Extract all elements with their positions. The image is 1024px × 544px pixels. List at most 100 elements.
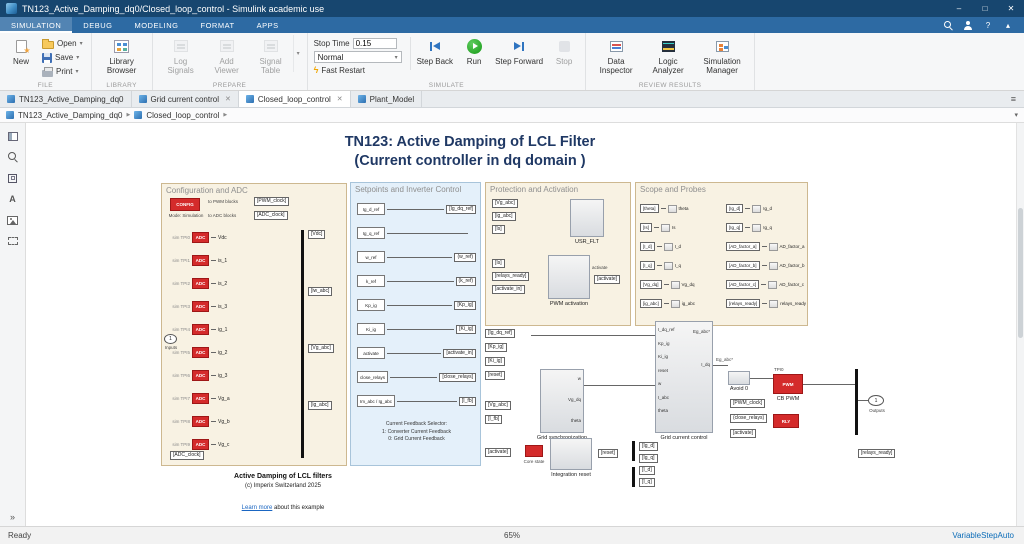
scope-block[interactable] bbox=[768, 242, 778, 251]
section-configuration-adc[interactable]: Configuration and ADC CONFIG Mode: Simul… bbox=[161, 183, 347, 466]
library-browser-button[interactable]: Library Browser bbox=[96, 35, 148, 80]
adc-block[interactable]: ADC bbox=[192, 324, 209, 335]
goto-tag[interactable]: [Ig_q] bbox=[639, 454, 658, 463]
from-tag[interactable]: [Is] bbox=[640, 223, 653, 232]
goto-tag[interactable]: [activate] bbox=[594, 275, 621, 284]
probe-block[interactable] bbox=[661, 223, 671, 232]
goto-tag[interactable]: [I_fb] bbox=[458, 396, 476, 406]
goto-tag[interactable]: [Ig_d] bbox=[639, 442, 658, 451]
scope-block[interactable] bbox=[752, 223, 762, 232]
close-button[interactable]: ✕ bbox=[1007, 4, 1015, 13]
goto-tag[interactable]: [Vdc] bbox=[308, 230, 326, 239]
setpoint-block[interactable]: Ig_q_ref bbox=[357, 227, 385, 239]
from-tag[interactable]: [relays_ready] bbox=[726, 299, 761, 308]
stop-button[interactable]: Stop bbox=[547, 35, 581, 80]
add-viewer-button[interactable]: Add Viewer bbox=[205, 35, 249, 80]
solver-name[interactable]: VariableStepAuto bbox=[952, 531, 1014, 540]
from-tag[interactable]: [AD_factor_b] bbox=[726, 261, 760, 270]
probe-block[interactable] bbox=[663, 261, 673, 270]
setpoint-row[interactable]: close_relays [close_relays] bbox=[357, 365, 476, 389]
setpoint-row[interactable]: Kp_ig [Kp_ig] bbox=[357, 293, 476, 317]
stop-time-input[interactable] bbox=[352, 38, 397, 49]
image-button[interactable] bbox=[4, 211, 22, 229]
goto-tag[interactable]: [Kp_ig] bbox=[454, 300, 476, 310]
setpoint-block[interactable]: activate bbox=[357, 347, 385, 359]
annotation-button[interactable]: A bbox=[4, 190, 22, 208]
adc-block[interactable]: ADC bbox=[192, 255, 209, 266]
setpoint-block[interactable]: Ig_d_ref bbox=[357, 203, 385, 215]
setpoint-block[interactable]: close_relays bbox=[357, 371, 389, 383]
from-tag[interactable]: [Kp_ig] bbox=[485, 343, 507, 352]
scrollbar-thumb[interactable] bbox=[1018, 208, 1023, 338]
from-tag[interactable]: [Ig_q] bbox=[726, 223, 744, 232]
goto-tag[interactable]: [Ig_dq_ref] bbox=[446, 204, 476, 214]
adc-block-row[interactable]: sim TPI0 ADC Vdc bbox=[166, 226, 230, 249]
from-tag[interactable]: [ig_abc] bbox=[640, 299, 662, 308]
input-port[interactable]: 1 bbox=[164, 334, 177, 344]
adc-block[interactable]: ADC bbox=[192, 439, 209, 450]
breadcrumb-root[interactable]: TN123_Active_Damping_dq0 bbox=[18, 110, 123, 120]
adc-block-row[interactable]: sim TPI9 ADC Vg_c bbox=[166, 433, 230, 456]
probe-row[interactable]: [Vg_dq] Vg_dq bbox=[640, 275, 695, 294]
adc-block[interactable]: ADC bbox=[192, 278, 209, 289]
doc-tab-plant-model[interactable]: Plant_Model bbox=[351, 91, 423, 107]
step-back-button[interactable]: Step Back bbox=[413, 35, 457, 80]
probe-block[interactable] bbox=[670, 280, 680, 289]
from-tag[interactable]: [Is] bbox=[492, 225, 505, 234]
probe-row[interactable]: [Ig_q] Ig_q bbox=[726, 218, 806, 237]
from-tag[interactable]: [Vg_abc] bbox=[485, 401, 511, 410]
goto-tag[interactable]: [ADC_clock] bbox=[170, 451, 204, 460]
hide-browser-button[interactable] bbox=[4, 127, 22, 145]
probe-row[interactable]: [relays_ready] relays_ready bbox=[726, 294, 806, 313]
setpoint-row[interactable]: w_ref (w_ref) bbox=[357, 245, 476, 269]
goto-tag[interactable]: [ig_abc] bbox=[308, 401, 332, 410]
probe-row[interactable]: [Is] Is bbox=[640, 218, 695, 237]
section-setpoints[interactable]: Setpoints and Inverter Control Ig_d_ref … bbox=[350, 182, 481, 466]
setpoint-row[interactable]: activate [activate_in] bbox=[357, 341, 476, 365]
from-tag[interactable]: [I_q] bbox=[640, 261, 655, 270]
search-icon[interactable] bbox=[940, 19, 956, 32]
probe-row[interactable]: [AD_factor_a] AD_factor_a bbox=[726, 237, 806, 256]
from-tag[interactable]: [Ig_dq_ref] bbox=[485, 329, 515, 338]
maximize-button[interactable]: □ bbox=[982, 4, 988, 13]
fast-restart-toggle[interactable]: ϟ Fast Restart bbox=[314, 65, 404, 75]
goto-tag[interactable]: [iw_abc] bbox=[308, 287, 333, 296]
expand-palette-button[interactable]: » bbox=[4, 508, 22, 526]
from-tag[interactable]: [I_fb] bbox=[485, 415, 503, 424]
new-button[interactable]: ★ New bbox=[4, 35, 38, 80]
goto-tag[interactable]: (w_ref) bbox=[454, 252, 476, 262]
setpoint-block[interactable]: w_ref bbox=[357, 251, 385, 263]
goto-tag[interactable]: [Ki_ig] bbox=[456, 324, 476, 334]
adc-block[interactable]: ADC bbox=[192, 232, 209, 243]
close-tab-icon[interactable]: ✕ bbox=[224, 96, 231, 103]
probe-block[interactable] bbox=[667, 204, 677, 213]
scope-block[interactable] bbox=[752, 204, 762, 213]
adc-block-row[interactable]: sim TPI7 ADC Vg_a bbox=[166, 387, 230, 410]
goto-tag[interactable]: [I_q] bbox=[639, 478, 655, 487]
from-tag[interactable]: [AD_factor_c] bbox=[726, 280, 760, 289]
tab-format[interactable]: FORMAT bbox=[200, 20, 235, 30]
from-tag[interactable]: [reset] bbox=[485, 371, 505, 380]
integration-reset-block[interactable] bbox=[550, 438, 592, 470]
relay-block[interactable]: RLY bbox=[773, 414, 799, 428]
user-icon[interactable] bbox=[960, 19, 976, 32]
from-tag[interactable]: [Ig_d] bbox=[726, 204, 744, 213]
mux-bar[interactable] bbox=[301, 230, 304, 458]
adc-block[interactable]: ADC bbox=[192, 347, 209, 358]
simulation-mode-select[interactable]: Normal ▾ bbox=[313, 51, 402, 63]
from-tag[interactable]: [Ki_ig] bbox=[485, 357, 505, 366]
adc-block[interactable]: ADC bbox=[192, 301, 209, 312]
doc-tab-grid-current-control[interactable]: Grid current control ✕ bbox=[132, 91, 239, 107]
from-tag[interactable]: [Is] bbox=[492, 259, 505, 268]
setpoint-block[interactable]: Kp_ig bbox=[357, 299, 385, 311]
probe-row[interactable]: [I_d] I_d bbox=[640, 237, 695, 256]
probe-row[interactable]: [AD_factor_b] AD_factor_b bbox=[726, 256, 806, 275]
cb-pwm-block[interactable]: PWM bbox=[773, 374, 803, 394]
probe-row[interactable]: [theta] theta bbox=[640, 199, 695, 218]
tab-apps[interactable]: APPS bbox=[256, 20, 279, 30]
close-tab-icon[interactable]: ✕ bbox=[336, 96, 343, 103]
adc-block-row[interactable]: sim TPI2 ADC is_2 bbox=[166, 272, 230, 295]
print-button[interactable]: Print ▾ bbox=[39, 65, 86, 78]
